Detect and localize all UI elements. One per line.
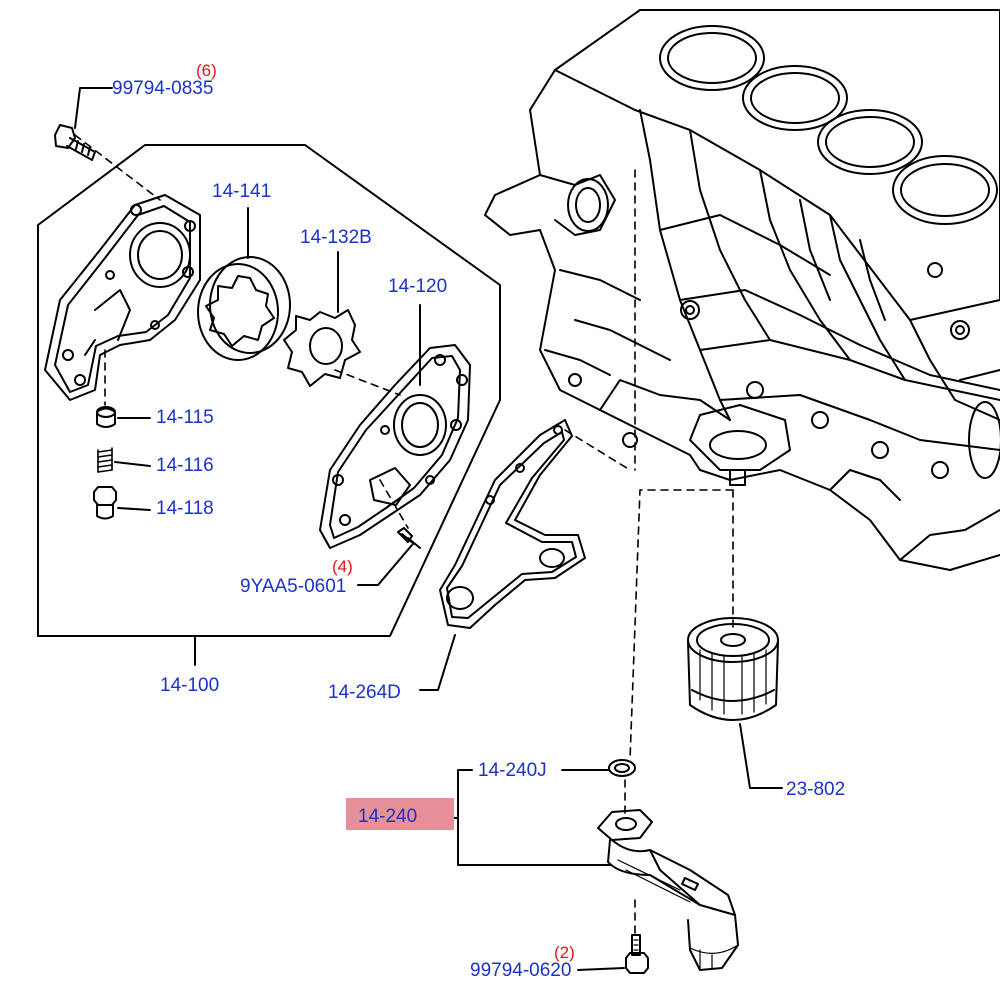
pump-assembly-frame bbox=[37, 144, 501, 637]
label-14-118[interactable]: 14-118 bbox=[156, 498, 214, 519]
qty-99794-0620: (2) bbox=[554, 943, 575, 962]
leader-14-118 bbox=[117, 507, 151, 511]
plug-14-118 bbox=[93, 486, 117, 520]
bolt-99794-0620 bbox=[625, 934, 649, 974]
relief-spring-14-116 bbox=[97, 447, 113, 473]
label-23-802[interactable]: 23-802 bbox=[786, 779, 846, 800]
engine-block bbox=[484, 9, 1000, 571]
bolt-99794-0835 bbox=[54, 124, 96, 161]
leader-14-116 bbox=[114, 461, 151, 467]
label-14-240[interactable]: 14-240 bbox=[358, 806, 418, 827]
label-14-120[interactable]: 14-120 bbox=[388, 276, 448, 297]
inner-rotor-14-132b bbox=[283, 309, 361, 387]
oil-strainer-14-240 bbox=[597, 809, 739, 971]
leader-14-264d bbox=[419, 634, 456, 691]
label-14-264d[interactable]: 14-264D bbox=[328, 682, 401, 703]
pump-housing bbox=[44, 194, 201, 401]
pump-body-14-120 bbox=[319, 344, 471, 549]
bracket-14-100 bbox=[37, 635, 196, 666]
label-14-116[interactable]: 14-116 bbox=[156, 455, 214, 476]
label-14-132b[interactable]: 14-132B bbox=[300, 227, 372, 248]
qty-99794-0835: (6) bbox=[196, 61, 217, 80]
engine-block-deck bbox=[554, 9, 1000, 321]
oil-filter-23-802 bbox=[687, 617, 779, 721]
qty-9yaa5-0601: (4) bbox=[332, 557, 353, 576]
bolt-9yaa5-0601 bbox=[397, 527, 421, 549]
relief-plunger-14-115 bbox=[96, 406, 116, 428]
bracket-14-240 bbox=[437, 769, 611, 866]
gasket-14-264d bbox=[439, 419, 586, 629]
o-ring-14-240j bbox=[608, 759, 636, 777]
label-14-141[interactable]: 14-141 bbox=[212, 181, 272, 202]
label-9yaa5-0601[interactable]: 9YAA5-0601 bbox=[240, 576, 347, 597]
alignment-lines bbox=[74, 134, 734, 936]
label-14-100[interactable]: 14-100 bbox=[160, 675, 220, 696]
label-99794-0835[interactable]: 99794-0835 bbox=[112, 78, 214, 99]
label-14-115[interactable]: 14-115 bbox=[156, 407, 214, 428]
label-99794-0620[interactable]: 99794-0620 bbox=[470, 960, 572, 981]
leader-9yaa5-0601 bbox=[357, 544, 413, 586]
highlight-14-240 bbox=[346, 798, 454, 830]
outer-rotor-14-141 bbox=[197, 256, 291, 361]
leader-23-802 bbox=[739, 723, 783, 789]
label-14-240j[interactable]: 14-240J bbox=[478, 760, 547, 781]
leader-99794-0835 bbox=[74, 87, 113, 129]
leader-99794-0620 bbox=[577, 967, 625, 971]
